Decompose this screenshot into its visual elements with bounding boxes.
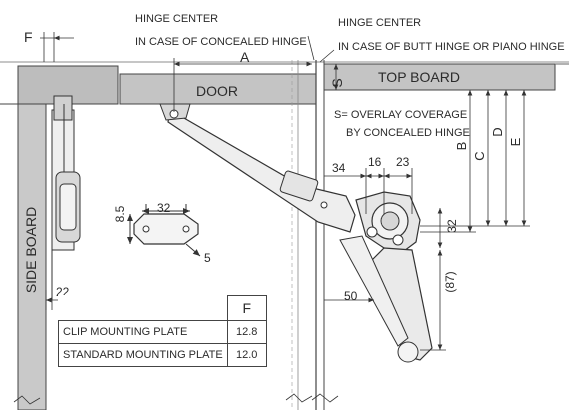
label-top-board: TOP BOARD xyxy=(378,69,460,85)
label-hinge-center-butt-1: HINGE CENTER xyxy=(338,17,421,29)
label-hinge-center-butt-2: IN CASE OF BUTT HINGE OR PIANO HINGE xyxy=(338,41,565,53)
side-bracket xyxy=(51,95,81,300)
label-dim-c: C xyxy=(472,151,487,160)
dim-5: 5 xyxy=(204,251,211,265)
table-cell-label: CLIP MOUNTING PLATE xyxy=(58,320,228,344)
dim-50: 50 xyxy=(344,289,358,303)
table-cell-label: STANDARD MOUNTING PLATE xyxy=(58,343,228,367)
dimension-lines xyxy=(40,32,530,351)
label-dim-e: E xyxy=(508,137,523,146)
door-panel xyxy=(0,65,317,105)
table-header-f: F xyxy=(226,295,267,321)
table-cell-value: 12.0 xyxy=(226,343,267,367)
mounting-plate-table: F CLIP MOUNTING PLATE 12.8 STANDARD MOUN… xyxy=(58,295,267,367)
label-overlay-note-1: S= OVERLAY COVERAGE xyxy=(334,109,467,121)
label-dim-s: S xyxy=(329,78,345,87)
dim-34: 34 xyxy=(332,161,346,175)
dim-87: (87) xyxy=(443,271,457,292)
dim-32-plate: 32 xyxy=(157,201,171,215)
dim-8-5: 8.5 xyxy=(113,205,127,222)
dim-16: 16 xyxy=(368,155,382,169)
top-board xyxy=(323,63,569,91)
table-header-row: F xyxy=(59,295,267,321)
table-row: CLIP MOUNTING PLATE 12.8 xyxy=(58,320,267,344)
label-door: DOOR xyxy=(196,83,238,99)
table-cell-value: 12.8 xyxy=(226,320,267,344)
label-overlay-note-2: BY CONCEALED HINGE xyxy=(346,127,470,139)
break-marks xyxy=(13,393,339,405)
label-dim-f: F xyxy=(24,29,33,45)
label-hinge-center-concealed-1: HINGE CENTER xyxy=(135,13,218,25)
table-row: STANDARD MOUNTING PLATE 12.0 xyxy=(58,343,267,367)
stay-mechanism xyxy=(339,191,433,363)
label-side-board: SIDE BOARD xyxy=(23,207,39,293)
stay-arm xyxy=(159,103,356,233)
drawing-labels: F HINGE CENTER IN CASE OF CONCEALED HING… xyxy=(23,13,565,303)
label-dim-d: D xyxy=(490,127,505,136)
mounting-plate xyxy=(127,204,201,257)
dim-32-vertical: 32 xyxy=(445,219,459,233)
cabinet-wall xyxy=(291,60,325,410)
dim-23: 23 xyxy=(396,155,410,169)
label-hinge-center-concealed-2: IN CASE OF CONCEALED HINGE xyxy=(135,36,307,48)
label-dim-b: B xyxy=(454,142,469,151)
label-dim-a: A xyxy=(240,49,250,65)
